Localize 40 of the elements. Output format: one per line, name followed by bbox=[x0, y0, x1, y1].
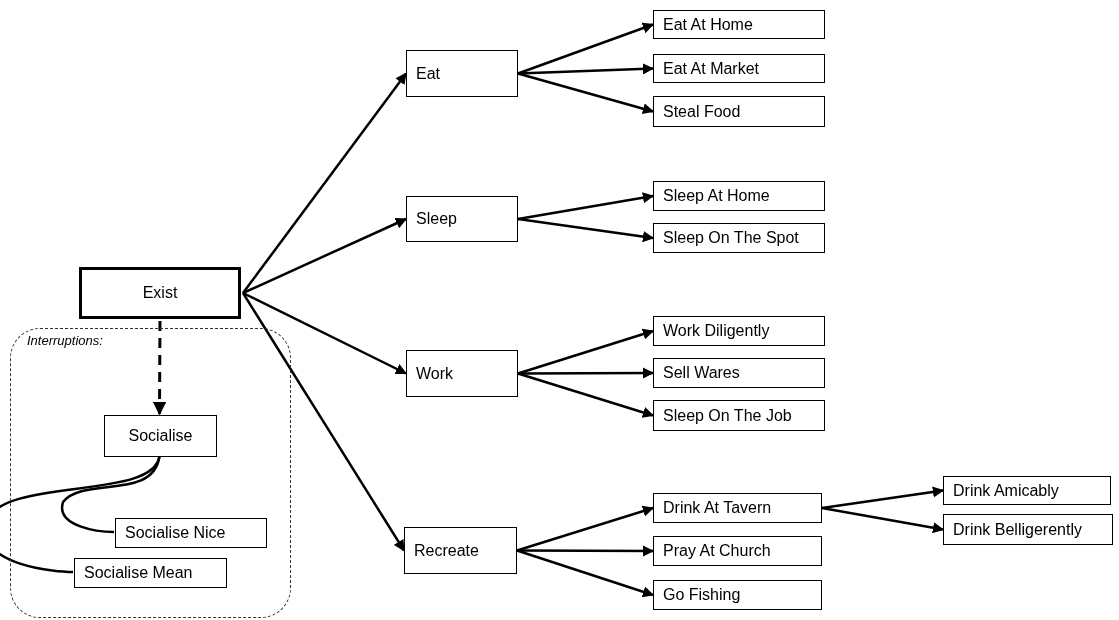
process-box: Drink Amicably bbox=[943, 476, 1111, 505]
arrow bbox=[152, 321, 167, 416]
arrow bbox=[821, 506, 945, 534]
root-box: Exist bbox=[79, 267, 241, 319]
process-box: Work Diligently bbox=[653, 316, 825, 346]
arrow bbox=[517, 22, 655, 75]
arrow bbox=[242, 72, 407, 294]
arrow bbox=[821, 486, 945, 510]
arrow bbox=[517, 72, 655, 115]
arrow bbox=[517, 372, 655, 418]
process-box: Socialise Nice bbox=[115, 518, 267, 548]
arrow bbox=[242, 291, 407, 375]
arrow bbox=[516, 505, 655, 552]
process-box: Pray At Church bbox=[653, 536, 822, 566]
process-box: Work bbox=[406, 350, 518, 397]
arrow bbox=[518, 367, 655, 379]
process-box: Sleep On The Spot bbox=[653, 223, 825, 253]
process-box: Socialise Mean bbox=[74, 558, 227, 588]
arrow bbox=[517, 217, 655, 243]
arrow bbox=[517, 192, 655, 221]
process-box: Sell Wares bbox=[653, 358, 825, 388]
process-box: Go Fishing bbox=[653, 580, 822, 610]
arrow bbox=[516, 549, 655, 598]
arrow bbox=[517, 328, 655, 375]
arrow bbox=[242, 217, 407, 295]
arrow bbox=[517, 545, 655, 557]
arrow bbox=[241, 292, 406, 552]
process-box: Recreate bbox=[404, 527, 517, 574]
process-box: Eat bbox=[406, 50, 518, 97]
process-box: Steal Food bbox=[653, 96, 825, 127]
group-heading: Interruptions: bbox=[27, 333, 103, 348]
group-frame bbox=[10, 328, 291, 618]
process-box: Sleep At Home bbox=[653, 181, 825, 211]
process-box: Drink Belligerently bbox=[943, 514, 1113, 545]
process-box: Sleep bbox=[406, 196, 518, 242]
process-box: Drink At Tavern bbox=[653, 493, 822, 523]
process-box: Sleep On The Job bbox=[653, 400, 825, 431]
process-box: Socialise bbox=[104, 415, 217, 457]
process-box: Eat At Market bbox=[653, 54, 825, 83]
process-box: Eat At Home bbox=[653, 10, 825, 39]
